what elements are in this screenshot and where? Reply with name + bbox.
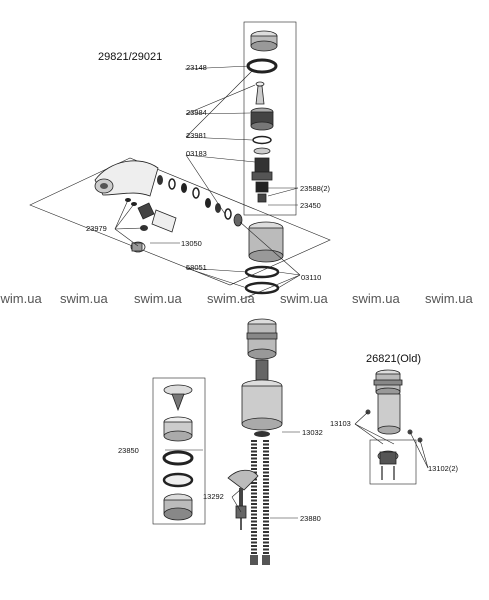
part-sleeve-13032 [241, 379, 283, 437]
part-label: 03183 [186, 149, 207, 158]
cartridge-frame [243, 21, 297, 216]
leader-lines [114, 65, 429, 519]
part-ring-58051 [244, 265, 280, 279]
part-label: 23450 [300, 201, 321, 210]
part-valve-03183 [251, 157, 273, 203]
part-hoses-23880 [250, 440, 270, 565]
part-label: 23148 [186, 63, 207, 72]
part-label: 13292 [203, 492, 224, 501]
part-label: 13103 [330, 419, 351, 428]
part-washer [253, 147, 271, 155]
part-oring-23981 [252, 135, 272, 145]
part-cartridge-23984 [250, 107, 274, 131]
part-drain-23850 [162, 384, 194, 521]
part-label: 23981 [186, 131, 207, 140]
old-detail-frame [369, 439, 417, 485]
part-label: 58051 [186, 263, 207, 272]
watermark: swim.ua [207, 291, 255, 306]
part-labels: 23148 23984 23981 03183 23588(2) 23450 2… [86, 63, 459, 523]
watermark-row: swim.ua swim.ua swim.ua swim.ua swim.ua … [0, 291, 473, 306]
watermark: swim.ua [280, 291, 328, 306]
part-lever [255, 81, 265, 105]
drain-frame [152, 377, 206, 525]
part-label: 23880 [300, 514, 321, 523]
old-model-title: 26821(Old) [366, 353, 421, 365]
part-label: 13050 [181, 239, 202, 248]
part-label: 23588(2) [300, 184, 331, 193]
part-label: 13102(2) [428, 464, 459, 473]
spout-frame [29, 157, 331, 286]
part-old-detail [377, 450, 399, 480]
watermark: swim.ua [425, 291, 473, 306]
part-label: 03110 [301, 273, 321, 282]
part-old-body [373, 369, 403, 435]
part-label: 23850 [118, 446, 139, 455]
diagram-title: 29821/29021 [98, 51, 162, 63]
part-spout [94, 160, 159, 197]
watermark: swim.ua [0, 291, 42, 306]
part-lower-body [246, 318, 278, 381]
part-base-body [248, 221, 284, 263]
part-cap [250, 30, 278, 52]
part-label: 23979 [86, 224, 107, 233]
watermark: swim.ua [352, 291, 400, 306]
part-ring-23148 [246, 58, 278, 74]
part-label: 13032 [302, 428, 323, 437]
watermark: swim.ua [134, 291, 182, 306]
watermark: swim.ua [60, 291, 108, 306]
part-label: 23984 [186, 108, 207, 117]
